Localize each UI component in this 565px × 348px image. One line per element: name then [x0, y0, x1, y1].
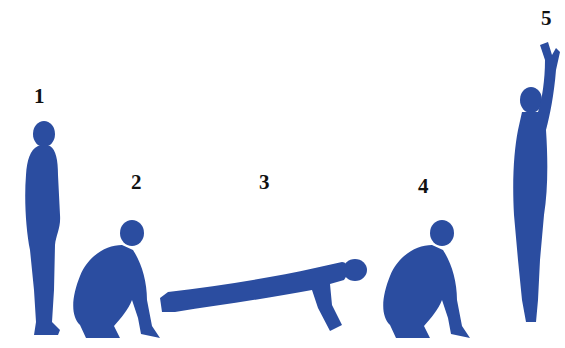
callout-number: 4	[418, 176, 429, 197]
squat-figure	[383, 220, 470, 338]
callout-number: 2	[131, 172, 142, 193]
callout-number: 1	[34, 86, 45, 107]
callout-number: 5	[541, 8, 552, 29]
standing-figure	[25, 121, 60, 335]
jump-figure	[513, 42, 560, 322]
plank-figure	[160, 259, 367, 331]
callout-number: 3	[259, 172, 270, 193]
squat-figure	[73, 220, 160, 338]
